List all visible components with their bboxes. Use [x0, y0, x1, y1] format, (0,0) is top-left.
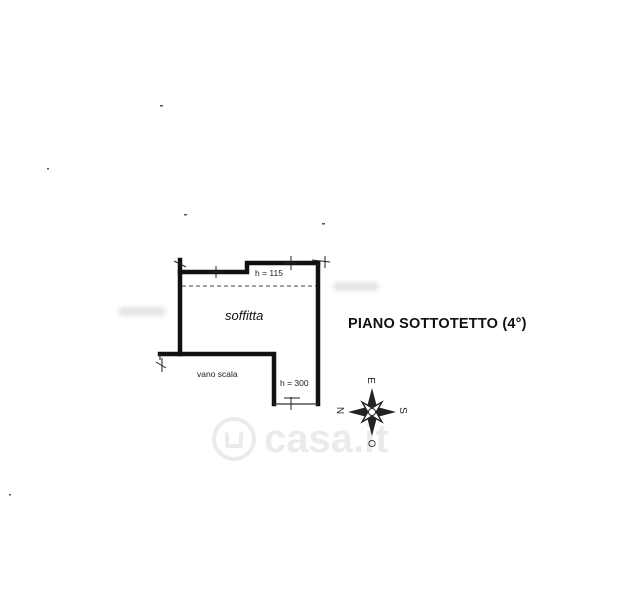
watermark-brand-text: casa.it: [264, 416, 389, 461]
compass-rose: [348, 388, 396, 436]
scan-smudge-left: [118, 307, 166, 316]
scan-smudge-right: [333, 282, 379, 291]
height-label-attic: h = 115: [255, 268, 283, 278]
compass-label-east: E: [364, 377, 376, 384]
scan-specks: [9, 105, 325, 496]
casa-it-watermark: casa.it: [212, 410, 426, 468]
window-marks: [155, 256, 331, 410]
room-label-attic: soffitta: [225, 308, 264, 323]
plan-title: PIANO SOTTOTETTO (4°): [348, 316, 527, 332]
room-label-stair: vano scala: [197, 369, 238, 379]
wall-edges: [159, 354, 318, 405]
wall-outline-top: [177, 257, 321, 275]
height-label-stair: h = 300: [280, 378, 309, 388]
wall-outline-stair-left: [157, 351, 277, 407]
walls: [157, 257, 321, 407]
house-logo-icon: [212, 417, 256, 461]
